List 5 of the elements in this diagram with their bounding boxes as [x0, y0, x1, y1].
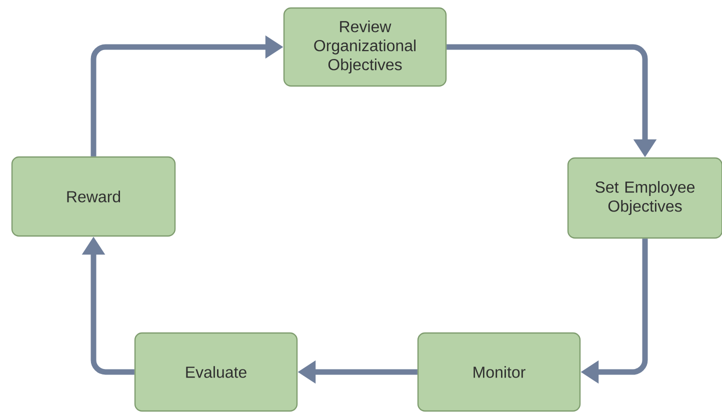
process-box: Set Employee Objectives [567, 157, 722, 239]
process-box: Reward [11, 156, 176, 237]
process-box: Review Organizational Objectives [283, 7, 447, 87]
process-box: Evaluate [134, 332, 298, 412]
process-box: Monitor [417, 332, 581, 412]
